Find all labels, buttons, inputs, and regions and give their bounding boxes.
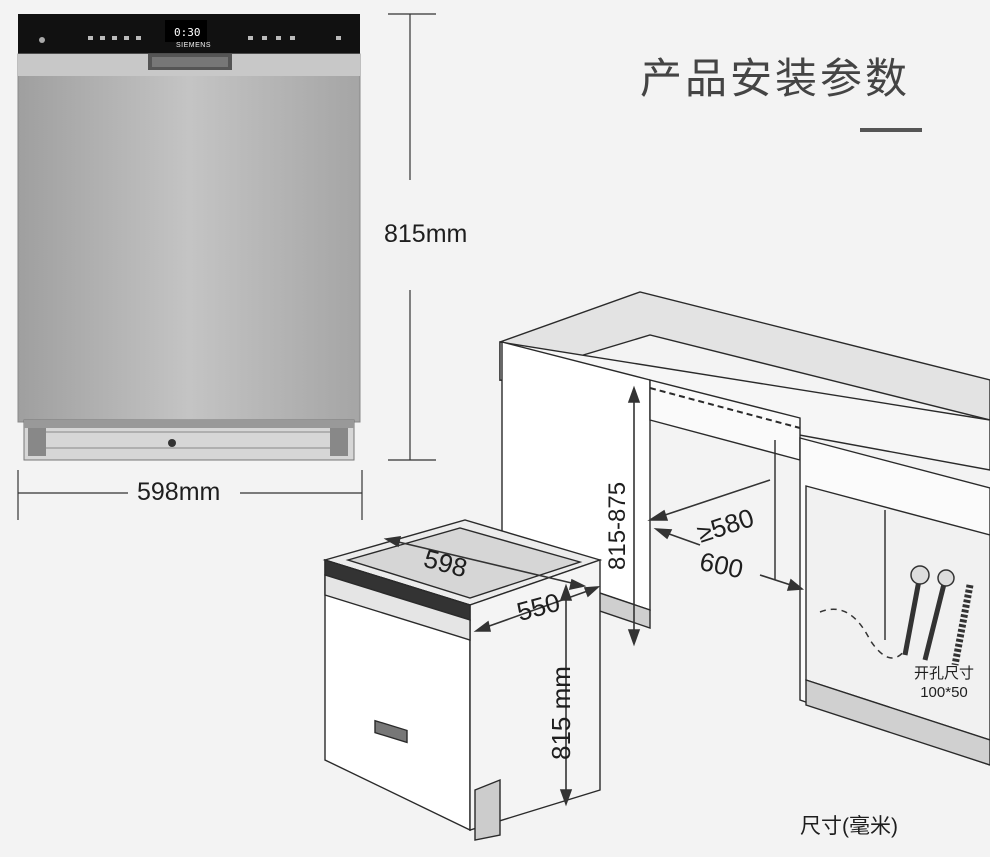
height-dimension-line bbox=[388, 13, 436, 461]
hole-size-note: 开孔尺寸 100*50 bbox=[914, 664, 974, 702]
power-button-icon bbox=[39, 37, 45, 43]
niche-height-label: 815-875 bbox=[604, 481, 631, 570]
height-label: 815mm bbox=[384, 220, 468, 248]
door-handle-3d bbox=[374, 719, 408, 744]
adjust-screw-icon bbox=[168, 439, 176, 447]
page-title: 产品安装参数 bbox=[640, 54, 911, 103]
foot-right bbox=[330, 428, 348, 456]
hole-label: 开孔尺寸 bbox=[914, 665, 975, 682]
brand-logo-text: SIEMENS bbox=[176, 42, 212, 49]
dishwasher-front-view bbox=[17, 14, 361, 461]
title-underline bbox=[860, 128, 922, 132]
display-readout: 0:30 bbox=[174, 26, 201, 39]
display-window bbox=[165, 20, 207, 42]
plumbing-hoses bbox=[819, 565, 974, 666]
niche-depth-arrows bbox=[647, 479, 805, 591]
hole-size: 100*50 bbox=[920, 684, 968, 701]
width-label: 598mm bbox=[137, 478, 221, 506]
niche-height-arrow bbox=[627, 385, 641, 647]
width-dimension-line bbox=[17, 470, 363, 520]
steel-door bbox=[17, 53, 361, 423]
dishwasher-dimension-arrows bbox=[383, 536, 601, 807]
foot-left bbox=[28, 428, 46, 456]
dishwasher-3d-view bbox=[322, 519, 603, 841]
unit-note: 尺寸(毫米) bbox=[800, 815, 898, 838]
program-buttons bbox=[88, 36, 341, 40]
body-height-label: 815 mm bbox=[546, 666, 576, 760]
